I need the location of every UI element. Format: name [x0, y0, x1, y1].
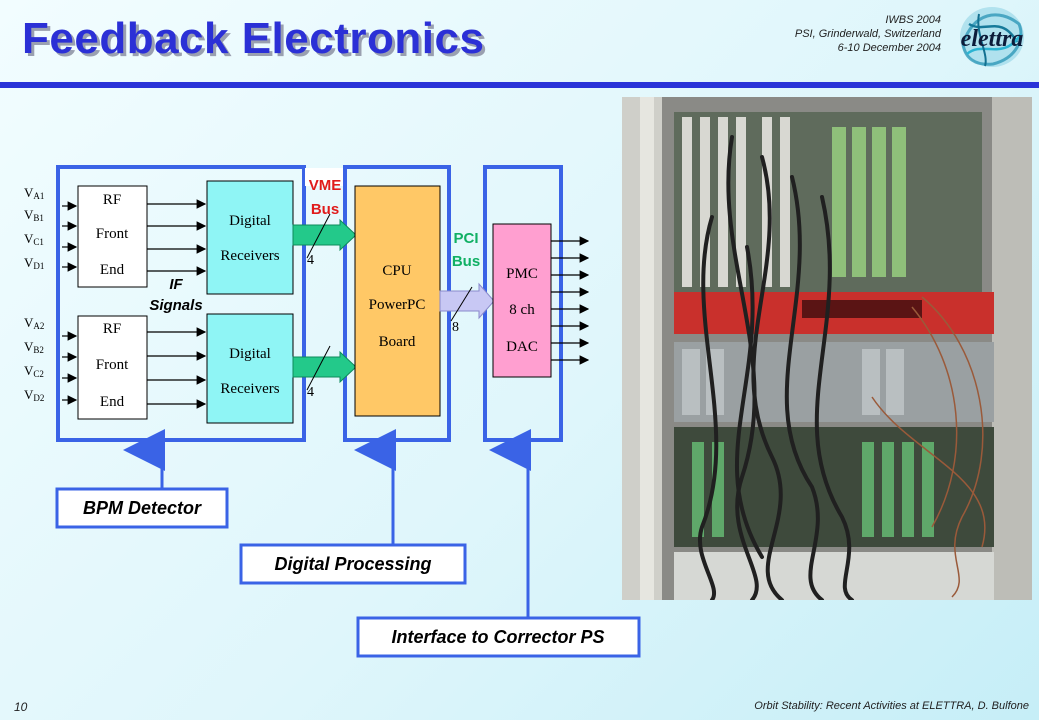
digital-processing-label-box	[239, 543, 467, 585]
page-number: 10	[14, 700, 28, 714]
vme-width-slash-2	[306, 345, 331, 391]
rf1-line2: Front	[96, 226, 129, 242]
digital-receivers-1	[206, 180, 294, 295]
interface-label-box	[356, 616, 641, 658]
rf2-line2: Front	[96, 357, 129, 373]
pci-label-line2: Bus	[452, 253, 480, 270]
rf-front-end-1	[77, 185, 148, 288]
dr1-line1: Digital	[229, 213, 271, 229]
logo-text: elettra	[961, 26, 1024, 52]
input-label-a2: VA2	[24, 315, 44, 331]
pmc-line3: DAC	[506, 339, 538, 355]
rf2-line3: End	[100, 394, 125, 410]
vme-width-1: 4	[307, 253, 314, 268]
vme-arrow-2	[292, 350, 357, 384]
footer-citation: Orbit Stability: Recent Activities at EL…	[754, 700, 1029, 712]
input-label-d1: VD1	[24, 255, 44, 271]
cpu-line1: CPU	[382, 263, 411, 279]
conference-dates: 6-10 December 2004	[837, 42, 941, 54]
cpu-line3: Board	[379, 334, 416, 350]
bpm-detector-label-box	[55, 487, 229, 529]
rf2-line1: RF	[103, 321, 121, 337]
dr2-line1: Digital	[229, 346, 271, 362]
header-rule	[0, 82, 1039, 88]
rf1-line3: End	[100, 262, 125, 278]
pmc-line1: PMC	[506, 266, 538, 282]
input-lines-group1	[62, 201, 78, 405]
pci-label-line1: PCI	[453, 230, 478, 247]
dac-output-lines	[551, 236, 590, 365]
input-label-a1: VA1	[24, 185, 44, 201]
bpm-detector-label: BPM Detector	[83, 498, 202, 518]
cpu-powerpc-board	[354, 185, 441, 417]
vme-bus-label-bg	[305, 168, 343, 186]
conference-name: IWBS 2004	[885, 14, 941, 26]
vme-label-line1: VME	[309, 177, 342, 194]
pci-width-slash	[450, 286, 473, 322]
vme-arrow-1	[292, 218, 357, 252]
conference-info: IWBS 2004 PSI, Grinderwald, Switzerland …	[795, 13, 941, 55]
rf-front-end-2	[77, 315, 148, 420]
digital-processing-label: Digital Processing	[274, 554, 431, 574]
input-label-c2: VC2	[24, 363, 44, 379]
vme-label-line2: Bus	[311, 201, 339, 218]
if-label-line2: Signals	[149, 297, 202, 314]
input-label-b1: VB1	[24, 207, 44, 223]
if-label-line1: IF	[169, 276, 183, 293]
pmc-line2: 8 ch	[509, 302, 535, 318]
cpu-line2: PowerPC	[369, 297, 426, 313]
bpm-detector-frame	[56, 165, 306, 442]
vme-width-slash-1	[306, 213, 331, 259]
input-label-c1: VC1	[24, 231, 44, 247]
pmc-dac	[492, 223, 552, 378]
dr1-line2: Receivers	[220, 248, 279, 264]
vme-width-2: 4	[307, 385, 314, 400]
dr2-line2: Receivers	[220, 381, 279, 397]
page-title: Feedback Electronics	[22, 14, 485, 63]
interface-label: Interface to Corrector PS	[391, 627, 604, 647]
pci-arrow	[439, 282, 495, 320]
input-label-d2: VD2	[24, 387, 44, 403]
pci-width: 8	[452, 320, 459, 335]
elettra-logo-icon: elettra	[960, 7, 1024, 67]
electronics-rack-photo	[622, 97, 1032, 600]
digital-receivers-2	[206, 313, 294, 424]
input-label-b2: VB2	[24, 339, 44, 355]
conference-location: PSI, Grinderwald, Switzerland	[794, 28, 941, 40]
rf1-line1: RF	[103, 192, 121, 208]
